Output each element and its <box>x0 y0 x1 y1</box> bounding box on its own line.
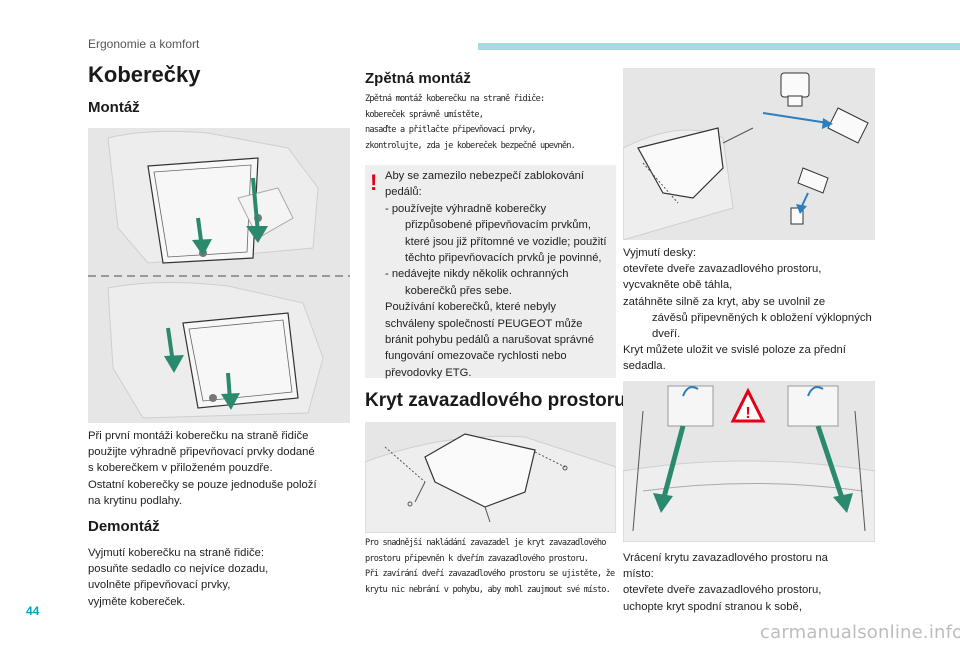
zpetna-montaz-heading: Zpětná montáž <box>365 70 471 87</box>
vyjmuti-paragraph: Vyjmutí desky: otevřete dveře zavazadlov… <box>623 247 872 373</box>
demontaz-paragraph: Vyjmutí koberečku na straně řidiče: posu… <box>88 547 269 608</box>
svg-text:!: ! <box>745 405 750 422</box>
kryt-heading: Kryt zavazadlového prostoru <box>365 390 626 411</box>
warning-text: Aby se zamezilo nebezpečí zablokování pe… <box>385 170 607 379</box>
section-header: Ergonomie a komfort <box>88 37 200 51</box>
kryt-caption: Pro snadnější nakládání zavazadel je kry… <box>365 538 615 595</box>
page-number: 44 <box>26 604 40 618</box>
demontaz-heading: Demontáž <box>88 518 160 535</box>
floor-mat-illustration <box>88 128 350 423</box>
page-title: Koberečky <box>88 62 201 87</box>
shelf-refit-illustration: ! <box>623 381 875 542</box>
vraceni-paragraph: Vrácení krytu zavazadlového prostoru na … <box>623 552 828 613</box>
parcel-shelf-illustration <box>365 422 616 533</box>
header-accent-bar <box>478 43 960 50</box>
watermark: carmanualsonline.info <box>760 622 960 643</box>
montaz-heading: Montáž <box>88 99 140 116</box>
warning-icon: ! <box>370 170 378 195</box>
zpetna-montaz-paragraph: Zpětná montáž koberečku na straně řidiče… <box>365 94 576 151</box>
montaz-paragraph: Při první montáži koberečku na straně ři… <box>88 430 317 507</box>
shelf-hinge-illustration <box>623 68 875 240</box>
warning-box: ! <box>365 165 616 378</box>
